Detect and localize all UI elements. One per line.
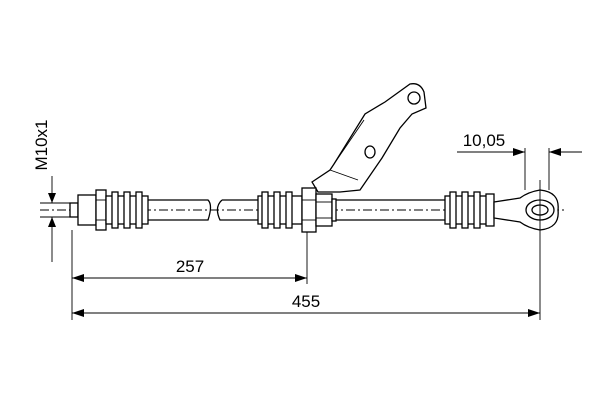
left-fitting bbox=[69, 189, 149, 231]
width-dimension: 10,05 bbox=[457, 131, 582, 190]
thread-label: M10x1 bbox=[32, 119, 51, 170]
length-total-label: 455 bbox=[292, 292, 320, 311]
bracket-collar bbox=[301, 187, 337, 233]
bracket-hole-middle bbox=[364, 145, 376, 159]
length-short-dimension: 257 bbox=[71, 230, 308, 320]
bracket-hole-top bbox=[407, 91, 421, 105]
width-label: 10,05 bbox=[463, 131, 506, 150]
length-total-dimension: 455 bbox=[72, 240, 541, 320]
thread-dimension: M10x1 bbox=[32, 119, 70, 262]
length-short-label: 257 bbox=[176, 257, 204, 276]
right-crimp bbox=[444, 191, 495, 229]
mounting-bracket bbox=[311, 83, 427, 193]
middle-crimp bbox=[257, 191, 303, 229]
hose-body bbox=[148, 199, 445, 221]
banjo-fitting bbox=[493, 180, 559, 240]
